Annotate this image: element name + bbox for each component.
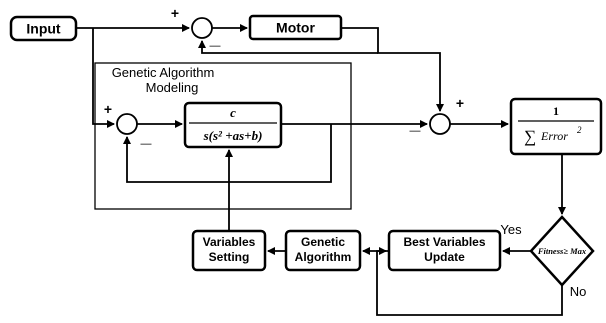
- best-variables-line2: Update: [424, 250, 465, 264]
- genetic-algorithm-line1: Genetic: [301, 235, 345, 249]
- genetic-algorithm-block: Genetic Algorithm: [284, 229, 362, 272]
- no-label: No: [570, 284, 587, 299]
- sum3-minus-sign: —: [410, 125, 421, 137]
- fitness-numerator: 1: [553, 104, 559, 118]
- motor-to-sum3-line: [341, 27, 444, 112]
- tf-denominator: s(s² +as+b): [203, 128, 263, 143]
- best-variables-update-block: Best Variables Update: [387, 229, 502, 272]
- fitness-decision-diamond: Fitness≥ Max: [529, 215, 595, 287]
- tf-numerator: c: [230, 105, 236, 120]
- transfer-function-block: c s(s² +as+b): [183, 101, 283, 149]
- fitness-block: 1 ∑ Error 2: [509, 97, 603, 156]
- ga-modeling-title-line2: Modeling: [146, 80, 199, 95]
- motor-block: Motor: [248, 14, 343, 41]
- genetic-algorithm-line2: Algorithm: [295, 250, 352, 264]
- ga-modeling-title-line1: Genetic Algorithm: [112, 65, 215, 80]
- fitness-exponent: 2: [577, 125, 582, 135]
- variables-setting-line2: Setting: [209, 250, 250, 264]
- no-branch-loop: [376, 247, 563, 316]
- sum3-plus-sign: +: [456, 95, 464, 111]
- fitness-error: Error: [540, 129, 568, 143]
- sum1-plus-sign: +: [171, 5, 179, 21]
- input-to-sum2-line: [92, 28, 115, 128]
- connectors: [76, 24, 566, 316]
- input-block: Input: [9, 15, 78, 42]
- input-label: Input: [26, 21, 61, 37]
- sum1-minus-sign: —: [210, 40, 221, 52]
- decision-label: Fitness≥ Max: [537, 246, 587, 256]
- variables-setting-line1: Variables: [203, 235, 256, 249]
- motor-label: Motor: [276, 20, 315, 36]
- sum2-plus-sign: +: [104, 101, 112, 117]
- variables-setting-block: Variables Setting: [191, 229, 267, 272]
- fitness-sigma: ∑: [524, 127, 536, 146]
- sum2-minus-sign: —: [141, 138, 152, 150]
- motor-feedback-line: [198, 40, 378, 54]
- ga-modeling-frame: Genetic Algorithm Modeling: [94, 62, 352, 210]
- yes-label: Yes: [500, 222, 522, 237]
- summing-junction-3: + —: [410, 95, 465, 137]
- best-variables-line1: Best Variables: [403, 235, 485, 249]
